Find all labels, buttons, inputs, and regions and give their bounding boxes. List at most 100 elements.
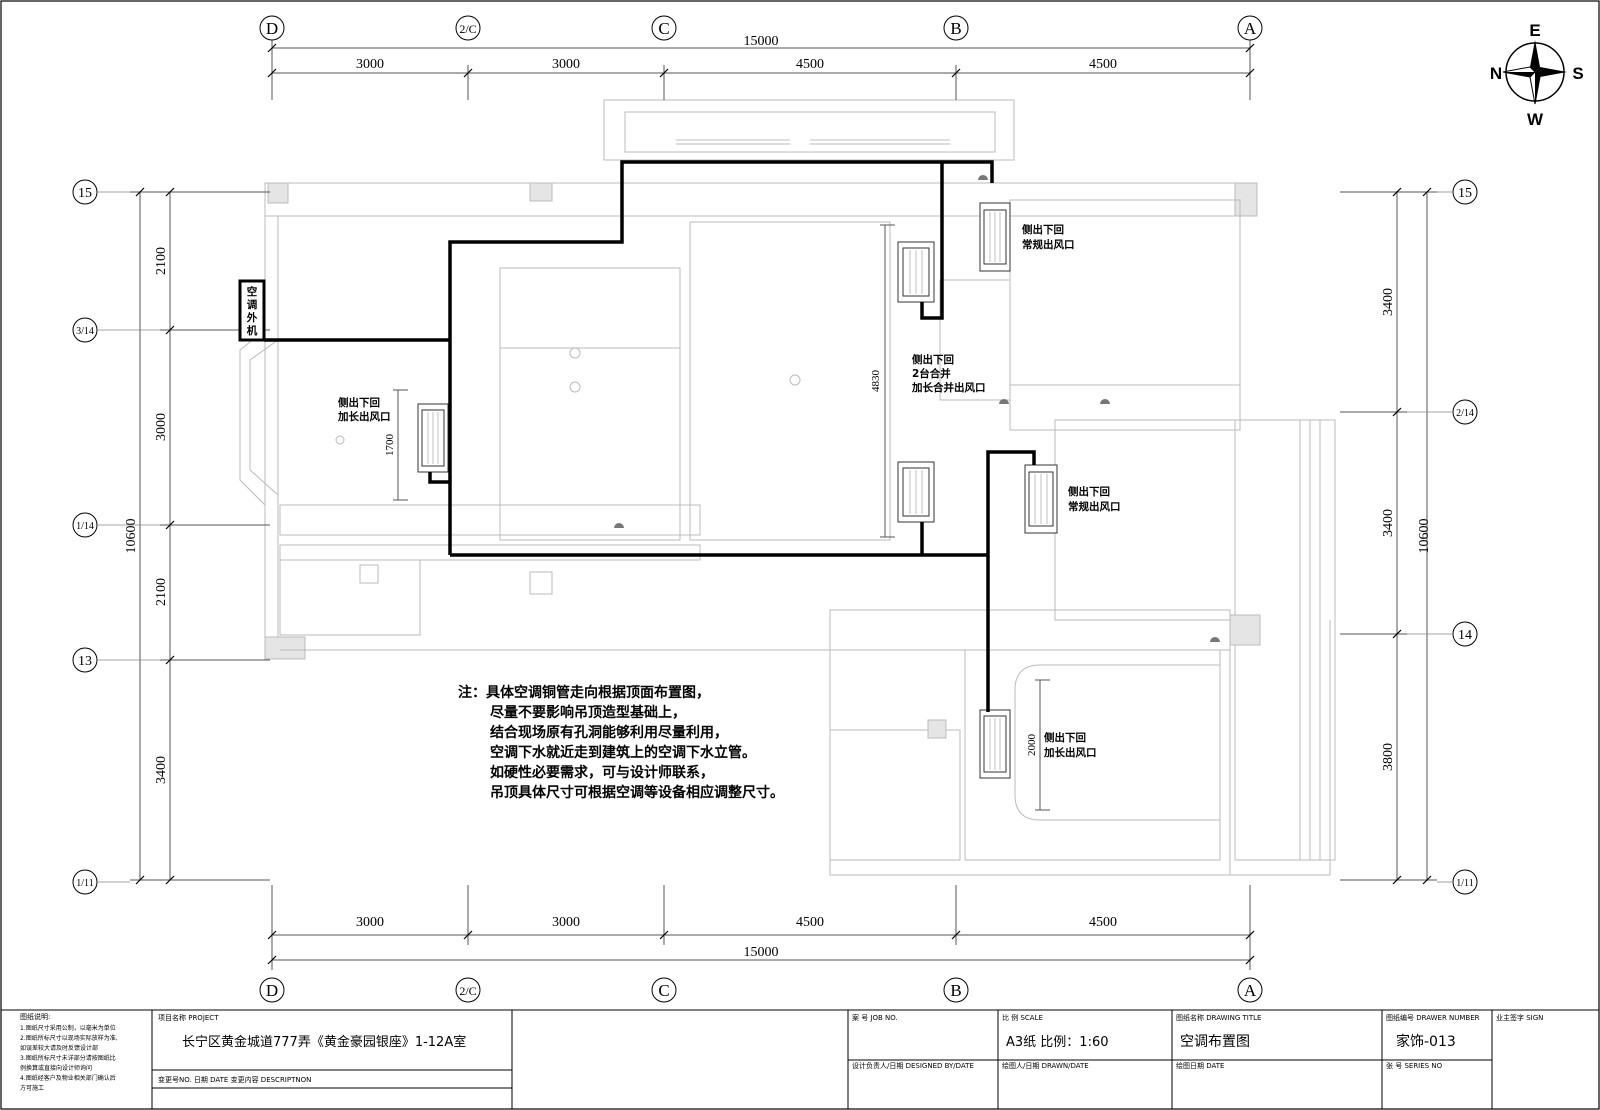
- dim-left-seg-2: 3000: [154, 413, 169, 441]
- axis-right-1-11: 1/11: [1456, 878, 1473, 889]
- dim-left-seg-1: 2100: [154, 247, 169, 275]
- tb-series-label: 张 号 SERIES NO: [1386, 1061, 1443, 1070]
- axis-left-13: 13: [78, 654, 92, 669]
- compass-north-label: N: [1490, 64, 1502, 83]
- tb-sign-label: 业主签字 SIGN: [1496, 1013, 1543, 1022]
- unit-2-label-line-2: 2台合并: [912, 367, 951, 380]
- note-line-6: 吊顶具体尺寸可根据空调等设备相应调整尺寸。: [490, 784, 784, 801]
- tb-notes-title: 图纸说明:: [20, 1012, 50, 1021]
- tb-title-value: 空调布置图: [1180, 1034, 1250, 1050]
- dim-left-seg-3: 2100: [154, 578, 169, 606]
- axis-bottom-c: C: [658, 981, 669, 1000]
- tb-note-7: 方可施工: [20, 1084, 44, 1092]
- axis-left-1-11: 1/11: [76, 878, 93, 889]
- tb-drawn-label: 绘图人/日期 DRAWN/DATE: [1002, 1061, 1089, 1070]
- axis-top-2c: 2/C: [459, 22, 476, 36]
- axis-bottom-b: B: [950, 981, 961, 1000]
- dim-top-seg-1: 3000: [356, 57, 384, 72]
- axis-left-15: 15: [78, 186, 92, 201]
- unit-5-label-line-2: 加长出风口: [1043, 746, 1097, 759]
- title-block: [1, 1009, 1599, 1109]
- unit-3-label-line-2: 加长出风口: [337, 410, 391, 423]
- tb-scale-value: A3纸 比例：1:60: [1006, 1035, 1109, 1050]
- note-line-1: 注：具体空调铜管走向根据顶面布置图，: [458, 684, 710, 701]
- ac-unit-hatching: [427, 212, 1048, 770]
- dim-bottom-total: 15000: [744, 945, 779, 960]
- outdoor-unit-char-2: 调: [247, 298, 258, 311]
- axis-bubbles: [72, 15, 1478, 1003]
- dim-right-seg-1: 3400: [1381, 288, 1396, 316]
- axis-top-c: C: [658, 19, 669, 38]
- axis-top-a: A: [1244, 19, 1257, 38]
- inner-dim-1700: 1700: [384, 434, 396, 457]
- dim-top-seg-4: 4500: [1089, 57, 1117, 72]
- dim-top-seg-2: 3000: [552, 57, 580, 72]
- unit-2-label-line-3: 加长合并出风口: [911, 381, 986, 394]
- axis-leaders: [97, 191, 1453, 883]
- outdoor-unit-char-3: 外: [246, 311, 258, 324]
- unit-1-label-line-1: 侧出下回: [1022, 223, 1064, 236]
- tb-job-label: 案 号 JOB NO.: [852, 1013, 898, 1022]
- axis-right-15: 15: [1458, 186, 1472, 201]
- tb-change-label: 变更号NO. 日期 DATE 变更内容 DESCRIPTNON: [158, 1075, 311, 1084]
- tb-number-label: 图纸编号 DRAWER NUMBER: [1386, 1013, 1480, 1022]
- axis-right-14: 14: [1458, 628, 1472, 643]
- unit-4-label-line-1: 侧出下回: [1068, 485, 1110, 498]
- unit-5-label-line-1: 侧出下回: [1044, 731, 1086, 744]
- outdoor-unit-char-1: 空: [247, 285, 258, 298]
- tb-number-value: 家饰-013: [1396, 1033, 1456, 1050]
- dimension-ticks: [135, 43, 1432, 965]
- axis-top-b: B: [950, 19, 961, 38]
- tb-note-6: 4.图纸经客户及物业相关部门确认后: [20, 1074, 116, 1082]
- copper-pipe-routing: [264, 160, 1036, 712]
- tb-note-1: 1.图纸尺寸采用公制，以毫米为单位: [20, 1024, 116, 1032]
- dim-left-seg-4: 3400: [154, 756, 169, 784]
- axis-bottom-d: D: [266, 981, 278, 1000]
- dim-left-total: 10600: [124, 519, 139, 554]
- inner-dim-2000: 2000: [1026, 734, 1038, 757]
- axis-left-1-14: 1/14: [76, 521, 94, 532]
- axis-bottom-a: A: [1244, 981, 1257, 1000]
- dim-bottom-seg-2: 3000: [552, 915, 580, 930]
- tb-designer-label: 设计负责人/日期 DESIGNED BY/DATE: [852, 1061, 974, 1070]
- unit-2-label-line-1: 侧出下回: [912, 353, 954, 366]
- tb-date-label: 绘图日期 DATE: [1176, 1061, 1224, 1070]
- compass-west-label: W: [1527, 110, 1544, 129]
- axis-right-2-14: 2/14: [1456, 408, 1474, 419]
- tb-scale-label: 比 例 SCALE: [1002, 1013, 1043, 1022]
- axis-bottom-2c: 2/C: [459, 984, 476, 998]
- note-line-3: 结合现场原有孔洞能够利用尽量利用，: [490, 724, 728, 741]
- compass-rose-icon: [1502, 40, 1567, 105]
- dim-right-total: 10600: [1417, 519, 1432, 554]
- unit-1-label-line-2: 常规出风口: [1022, 238, 1075, 251]
- compass-east-label: E: [1529, 21, 1540, 40]
- note-line-4: 空调下水就近走到建筑上的空调下水立管。: [490, 744, 756, 761]
- tb-note-2: 2.图纸所标尺寸以现场实际放样为准,: [20, 1034, 118, 1042]
- dim-top-total: 15000: [744, 34, 779, 49]
- dim-right-seg-3: 3800: [1381, 743, 1396, 771]
- compass-south-label: S: [1572, 64, 1583, 83]
- lamp-markers: [614, 175, 1220, 642]
- floor-plan-outline: [239, 99, 1336, 876]
- note-line-5: 如硬性必要需求，可与设计师联系，: [490, 764, 714, 781]
- dimension-lines: [130, 38, 1437, 970]
- tb-note-4: 3.图纸所标尺寸未详部分请按图纸比: [20, 1054, 116, 1062]
- dim-top-seg-3: 4500: [796, 57, 824, 72]
- tb-project-value: 长宁区黄金城道777弄《黄金豪园银座》1-12A室: [182, 1034, 466, 1050]
- dim-right-seg-2: 3400: [1381, 509, 1396, 537]
- outdoor-unit-char-4: 机: [247, 324, 258, 337]
- dim-bottom-seg-4: 4500: [1089, 915, 1117, 930]
- inner-dim-4830: 4830: [870, 370, 882, 393]
- tb-title-label: 图纸名称 DRAWING TITLE: [1176, 1013, 1261, 1022]
- tb-note-3: 如误差较大请及时反馈设计部: [20, 1044, 98, 1052]
- axis-top-d: D: [266, 19, 278, 38]
- axis-left-3-14: 3/14: [76, 326, 94, 337]
- unit-4-label-line-2: 常规出风口: [1068, 500, 1121, 513]
- note-line-2: 尽量不要影响吊顶造型基础上，: [490, 704, 686, 721]
- outdoor-unit-box: [238, 279, 266, 342]
- unit-3-label-line-1: 侧出下回: [338, 396, 380, 409]
- dim-bottom-seg-3: 4500: [796, 915, 824, 930]
- tb-note-5: 例换算或直接向设计师询问: [20, 1064, 92, 1072]
